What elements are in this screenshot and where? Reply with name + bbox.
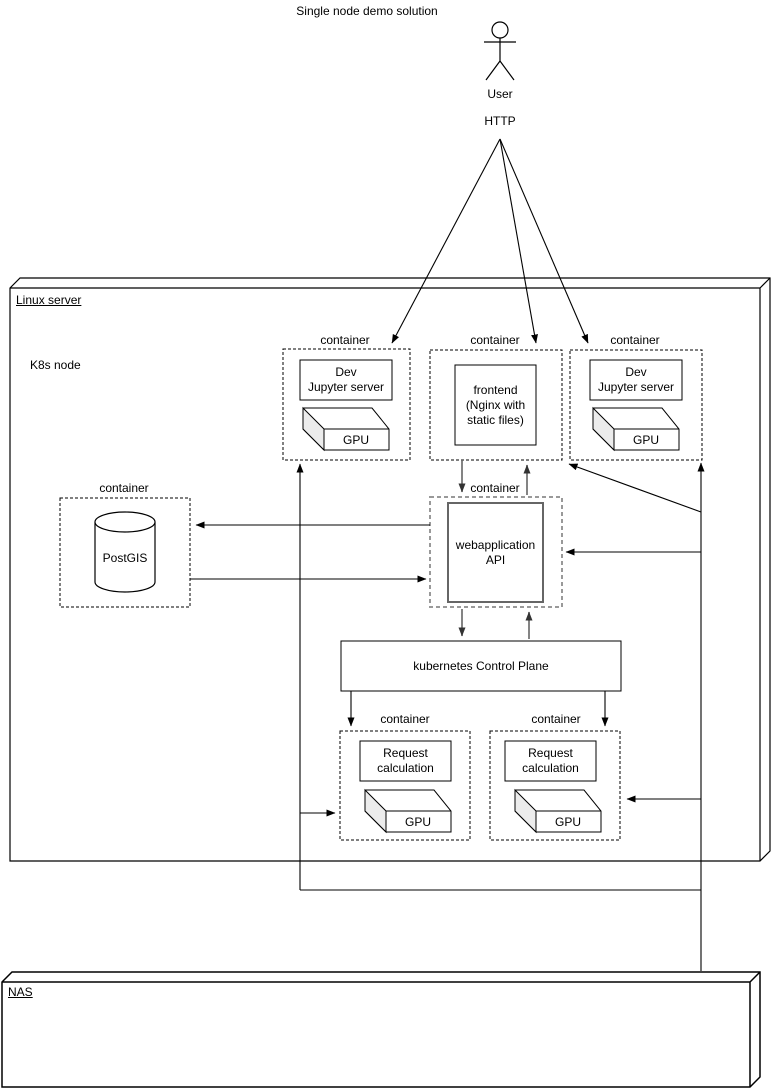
container-frame-webapp-api <box>429 496 563 608</box>
container-frame-request-calc-right <box>489 730 621 841</box>
dev-jupyter-left-label: Dev Jupyter server <box>307 365 385 394</box>
edge-http-to-frontend <box>499 138 538 344</box>
container-tag-webapp-api: container <box>470 481 520 495</box>
node-request-calc-left <box>359 740 452 782</box>
container-tag-dev-jupyter-right: container <box>610 333 660 347</box>
webapp-api-label: webapplication API <box>455 537 536 567</box>
gpu-label-request-left: GPU <box>404 815 432 829</box>
dev-jupyter-right-label: Dev Jupyter server <box>597 365 675 394</box>
container-tag-request-calc-right: container <box>531 712 581 726</box>
gpu-cube-request-left <box>364 788 452 834</box>
container-tag-frontend: container <box>470 333 520 347</box>
edge-http-to-dev-right <box>499 138 589 344</box>
node-webapp-api <box>447 502 544 603</box>
gpu-label-dev-right: GPU <box>632 433 660 447</box>
gpu-label-request-right: GPU <box>554 815 582 829</box>
postgis-label: PostGIS <box>102 551 148 565</box>
container-frame-frontend <box>429 349 563 461</box>
container-tag-dev-jupyter-left: container <box>320 333 370 347</box>
gpu-cube-dev-left <box>302 406 390 452</box>
container-tag-postgis: container <box>99 481 149 495</box>
frontend-label: frontend (Nginx with static files) <box>465 382 526 427</box>
user-label: User <box>487 87 513 101</box>
request-calc-right-label: Request calculation <box>522 746 579 775</box>
edge-trunk-to-frontend-corner <box>568 463 702 513</box>
control-plane-label: kubernetes Control Plane <box>413 658 549 673</box>
postgis-cylinder-icon <box>94 511 156 593</box>
node-control-plane <box>340 640 622 692</box>
http-label: HTTP <box>484 114 516 128</box>
gpu-cube-dev-right <box>592 406 680 452</box>
k8s-node-label: K8s node <box>30 358 81 372</box>
user-actor-icon <box>484 21 516 81</box>
node-dev-jupyter-right <box>589 359 683 401</box>
container-frame-dev-jupyter-right <box>569 349 703 461</box>
linux-server-box <box>9 277 771 862</box>
gpu-cube-request-right <box>514 788 602 834</box>
linux-server-label: Linux server <box>16 293 82 307</box>
nas-label: NAS <box>8 985 33 999</box>
edge-http-to-dev-left <box>391 138 501 344</box>
container-frame-postgis <box>59 497 191 608</box>
nas-box <box>1 971 761 1088</box>
node-frontend <box>454 364 537 446</box>
container-frame-request-calc-left <box>339 730 471 841</box>
diagram-title: Single node demo solution <box>296 4 438 18</box>
node-dev-jupyter-left <box>299 359 393 401</box>
request-calc-left-label: Request calculation <box>377 746 434 775</box>
container-tag-request-calc-left: container <box>380 712 430 726</box>
node-request-calc-right <box>504 740 597 782</box>
gpu-label-dev-left: GPU <box>342 433 370 447</box>
container-frame-dev-jupyter-left <box>282 348 411 461</box>
